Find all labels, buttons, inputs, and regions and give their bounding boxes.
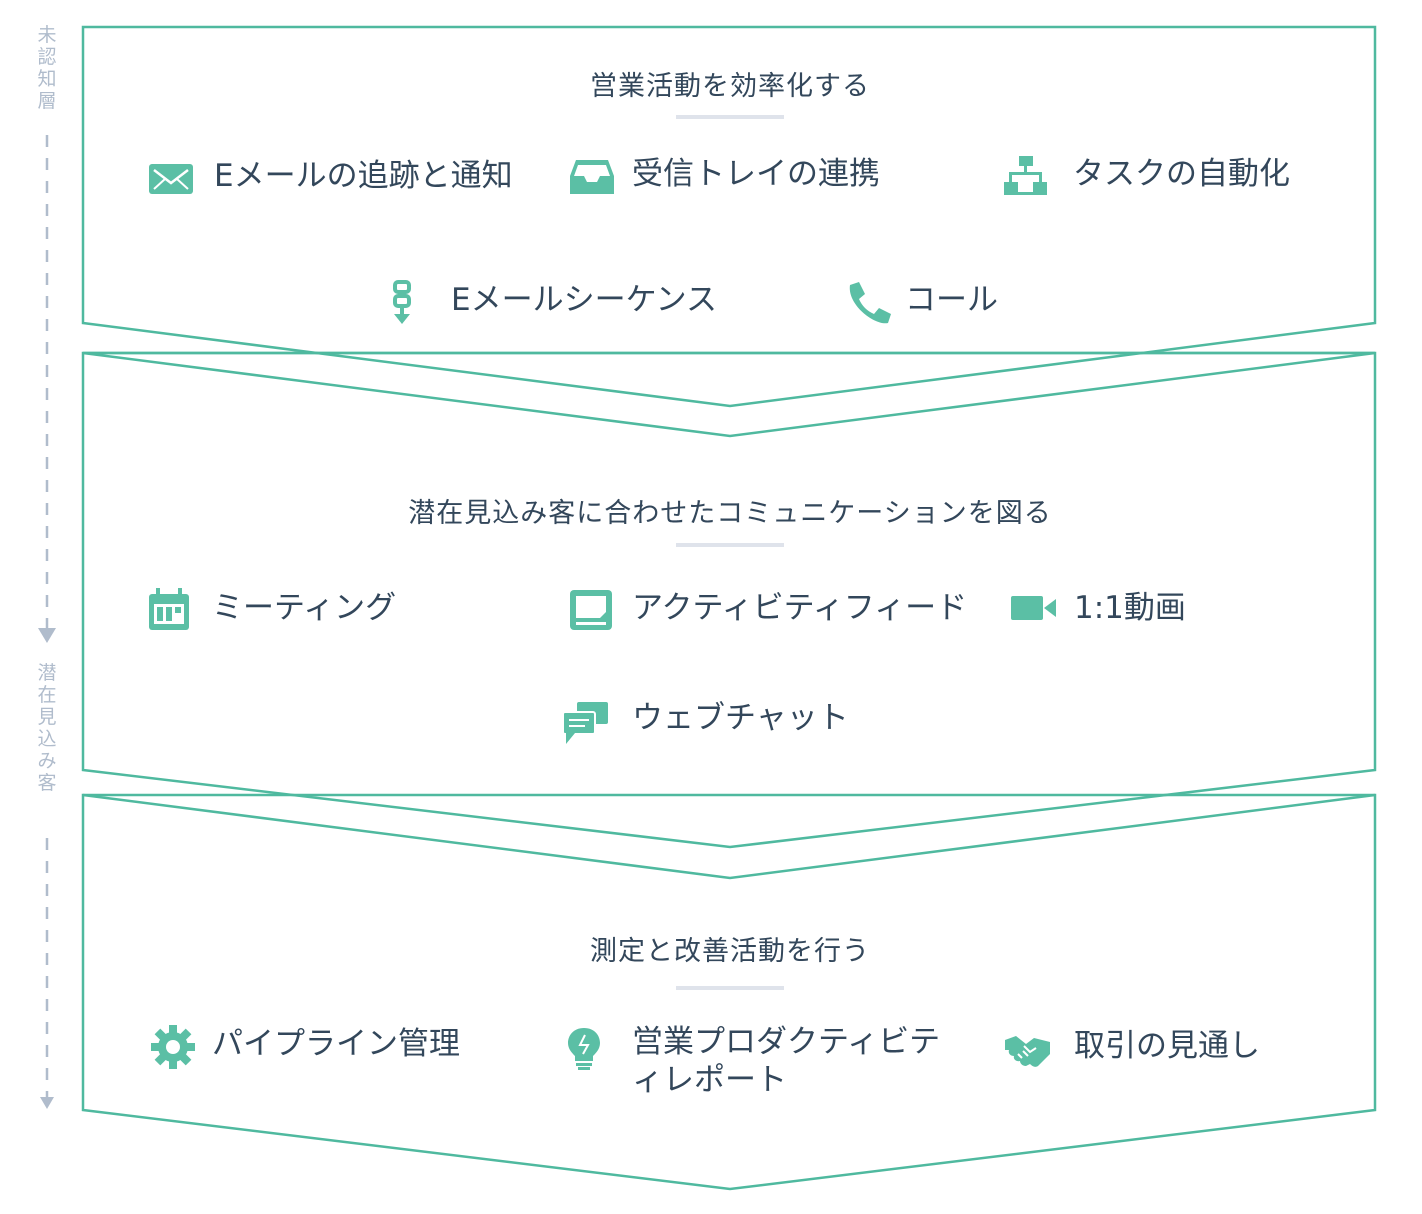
stage-2-notch [82, 351, 1376, 438]
side-label-unaware: 未認知層 [37, 24, 57, 112]
feature-inbox-integration: 受信トレイの連携 [568, 154, 880, 202]
feature-label: 営業プロダクティビティレポート [632, 1024, 941, 1098]
chat-icon [562, 698, 610, 746]
feature-calls: コール [845, 280, 998, 328]
video-icon [1010, 588, 1058, 636]
lightbulb-icon [564, 1026, 612, 1074]
stage-2-divider [676, 543, 784, 547]
feature-web-chat: ウェブチャット [562, 698, 849, 746]
feature-email-tracking: Eメールの追跡と通知 [148, 156, 513, 204]
feature-label: 1:1動画 [1074, 590, 1186, 626]
feature-deal-forecast: 取引の見通し [1004, 1026, 1260, 1074]
stage-3-frame [81, 793, 1377, 1191]
feature-label: タスクの自動化 [1073, 156, 1290, 192]
stage-1-divider [676, 115, 784, 119]
feature-label: 取引の見通し [1074, 1028, 1260, 1064]
feature-video: 1:1動画 [1010, 588, 1186, 636]
sequence-icon [386, 280, 434, 328]
side-arrow-head-2 [40, 1097, 54, 1109]
feed-icon [568, 588, 616, 636]
feature-label: 受信トレイの連携 [632, 156, 880, 192]
feature-meetings: ミーティング [148, 588, 396, 636]
stage-1-heading: 営業活動を効率化する [590, 71, 870, 102]
stage-2-heading: 潜在見込み客に合わせたコミュニケーションを図る [408, 498, 1052, 529]
stage-1-frame [81, 25, 1377, 408]
feature-label: ミーティング [212, 590, 397, 626]
stage-3-notch [82, 793, 1376, 880]
stage-3-divider [676, 986, 784, 990]
handshake-icon [1004, 1026, 1052, 1074]
calendar-icon [148, 588, 196, 636]
side-label-prospect: 潜在見込み客 [37, 662, 57, 794]
feature-activity-feed: アクティビティフィード [568, 588, 967, 636]
feature-label: Eメールの追跡と通知 [214, 158, 513, 194]
inbox-icon [568, 154, 616, 202]
gear-icon [150, 1024, 198, 1072]
feature-task-automation: タスクの自動化 [1001, 154, 1290, 202]
feature-label: コール [905, 282, 998, 318]
feature-label: ウェブチャット [632, 700, 849, 736]
envelope-icon [148, 156, 196, 204]
phone-icon [845, 280, 893, 328]
workflow-icon [1001, 154, 1049, 202]
stage-3-heading: 測定と改善活動を行う [590, 936, 870, 967]
feature-pipeline: パイプライン管理 [150, 1024, 460, 1072]
feature-label: パイプライン管理 [212, 1026, 460, 1062]
side-arrow-head-1 [38, 628, 56, 643]
feature-email-sequences: Eメールシーケンス [386, 280, 717, 328]
feature-label: アクティビティフィード [632, 590, 968, 626]
feature-label: Eメールシーケンス [451, 282, 718, 318]
feature-productivity-report: 営業プロダクティビティレポート [564, 1024, 962, 1099]
